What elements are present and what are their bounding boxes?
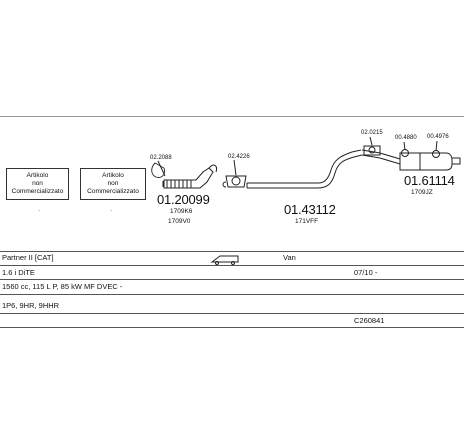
- mid-pipe-part: [246, 149, 363, 189]
- table-line-6: [0, 327, 464, 328]
- part-sub-1709jz: 1709JZ: [411, 189, 433, 196]
- part-sub-171vff: 171VFF: [295, 218, 319, 225]
- part-number-01-20099: 01.20099: [157, 192, 210, 207]
- not-sold-box-1: Artikolo non Commercializzato: [6, 168, 69, 200]
- hanger-00-4976: [432, 140, 440, 158]
- part-number-01-43112: 01.43112: [284, 202, 336, 217]
- not-sold-box-1-line1: Artikolo: [26, 171, 49, 179]
- code-00-4880: 00.4880: [395, 135, 417, 141]
- rear-silencer-part: [361, 149, 461, 171]
- clamp-02-4226: [222, 159, 247, 188]
- not-sold-box-1-line3: Commercializzato: [11, 188, 64, 196]
- engine-detail: 1560 cc, 115 L P, 85 kW MF DVEC -: [2, 282, 123, 291]
- part-number-01-61114: 01.61114: [404, 173, 455, 188]
- not-sold-box-2: Artikolo non Commercializzato: [80, 168, 146, 200]
- hanger-00-4880: [401, 141, 409, 157]
- code-02-2088: 02.2088: [150, 155, 172, 161]
- table-line-4: [0, 294, 464, 295]
- front-pipe-part: [162, 164, 217, 189]
- engine-name: 1.6 i DiTE: [2, 268, 35, 277]
- code-00-4976: 00.4976: [427, 134, 449, 140]
- production-date: 07/10 -: [354, 268, 378, 277]
- reference-code: C260841: [354, 316, 385, 325]
- table-line-2: [0, 265, 464, 266]
- top-border-line: [0, 116, 464, 117]
- table-line-3: [0, 279, 464, 280]
- not-sold-box-1-line2: non: [32, 179, 43, 187]
- table-line-5: [0, 313, 464, 314]
- clamp-02-2088: [151, 160, 166, 178]
- not-sold-box-2-line1: Artikolo: [102, 171, 124, 179]
- van-body-icon: [210, 255, 239, 265]
- table-line-1: [0, 251, 464, 252]
- part-sub-1709k6: 1709K6: [170, 208, 193, 215]
- part-sub-1709v0: 1709V0: [168, 218, 191, 225]
- engine-codes: 1P6, 9HR, 9HHR: [2, 301, 60, 310]
- code-02-0215: 02.0215: [361, 130, 383, 136]
- model-name: Partner II [CAT]: [2, 253, 54, 262]
- clamp-02-0215: [363, 136, 381, 156]
- not-sold-box-2-line3: Commercializzato: [87, 188, 139, 196]
- box-dot-1: ·: [38, 207, 41, 214]
- not-sold-box-2-line2: non: [107, 179, 119, 187]
- code-02-4226: 02.4226: [228, 154, 250, 160]
- body-type: Van: [283, 253, 296, 262]
- box-dot-2: ·: [110, 207, 113, 214]
